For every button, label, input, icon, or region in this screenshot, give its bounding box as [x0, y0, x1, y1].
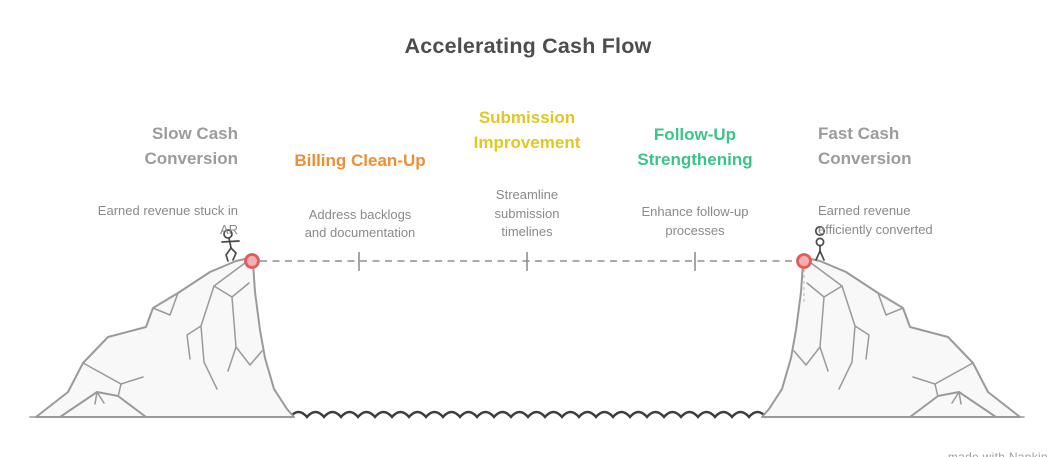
right-mountain [761, 257, 1021, 418]
stage-subtitle: Earned revenue stuck in AR [97, 203, 238, 237]
stage-submission-improvement: Submission Improvement Streamline submis… [441, 88, 613, 260]
anchor-dot-right [796, 253, 812, 269]
hiker-standing-icon [814, 225, 826, 261]
watermark[interactable]: made with Napkin [947, 450, 1048, 457]
stage-title: Submission Improvement [473, 108, 581, 152]
stage-fast-cash-conversion: Fast Cash Conversion Earned revenue effi… [818, 104, 1018, 257]
stage-follow-up-strengthening: Follow-Up Strengthening Enhance follow-u… [608, 105, 782, 258]
stage-title: Follow-Up Strengthening [637, 125, 753, 169]
stage-slow-cash-conversion: Slow Cash Conversion Earned revenue stuc… [58, 104, 238, 257]
stage-title: Billing Clean-Up [294, 151, 426, 170]
stage-subtitle: Earned revenue efficiently converted [818, 203, 933, 237]
stage-subtitle: Streamline submission timelines [494, 187, 560, 240]
water-wave [288, 410, 768, 419]
page-title: Accelerating Cash Flow [404, 34, 652, 58]
stage-subtitle: Address backlogs and documentation [304, 206, 416, 241]
anchor-dot-left [244, 253, 260, 269]
stage-billing-clean-up: Billing Clean-Up Address backlogs and do… [275, 131, 445, 261]
hiker-walking-icon [221, 229, 240, 262]
stage-title: Slow Cash Conversion [144, 124, 238, 168]
stage-subtitle: Enhance follow-up processes [641, 204, 749, 238]
stage-title: Fast Cash Conversion [818, 124, 912, 168]
left-mountain [35, 257, 295, 418]
